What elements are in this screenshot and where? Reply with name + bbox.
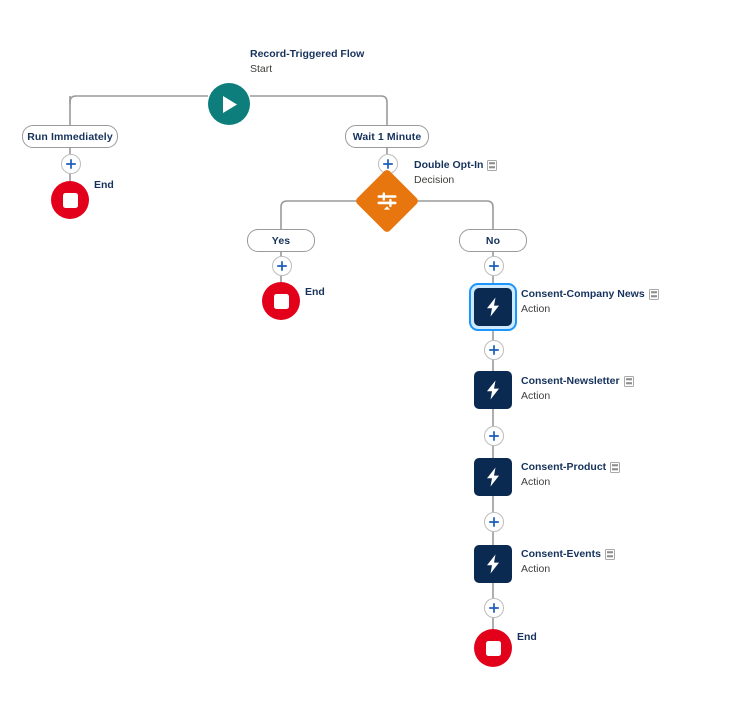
action-node-3-title: Consent-Product [521,461,607,473]
action-node-2[interactable] [474,371,512,409]
action-node-4-box [474,545,512,583]
branch-pill-wait-1-minute[interactable]: Wait 1 Minute [345,125,429,148]
end-node-yes[interactable] [262,282,300,320]
wait-1-minute-label: Wait 1 Minute [345,125,429,148]
action-node-2-subtitle: Action [521,390,551,402]
plus-icon [484,340,504,360]
stop-square [62,192,78,208]
decision-icon [354,168,420,234]
decision-node-label: Double Opt-In Decision [414,159,498,188]
add-element-button-no[interactable] [484,256,504,276]
action-node-3[interactable] [474,458,512,496]
add-element-button-action-1[interactable] [484,340,504,360]
action-node-2-label: Consent-Newsletter Action [521,375,634,404]
document-icon [487,160,498,171]
stop-square [273,293,289,309]
action-node-4[interactable] [474,545,512,583]
outcome-pill-no[interactable]: No [459,229,527,252]
end-node-label-yes: End [305,286,325,298]
bolt-icon [474,288,512,326]
action-node-1[interactable] [469,283,517,331]
start-node-label: Record-Triggered Flow Start [250,48,364,77]
run-immediately-label: Run Immediately [22,125,118,148]
end-node-no-path[interactable] [474,629,512,667]
document-icon [610,462,621,473]
action-node-3-label: Consent-Product Action [521,461,621,490]
edge-start-to-run-immediately [69,95,208,104]
start-node-title: Record-Triggered Flow [250,48,365,60]
plus-icon [484,426,504,446]
action-node-4-label: Consent-Events Action [521,548,615,577]
play-icon [208,83,250,125]
start-node-subtitle: Start [250,63,273,75]
add-element-button-action-4[interactable] [484,598,504,618]
plus-icon [484,256,504,276]
plus-icon [61,154,81,174]
decision-node-double-opt-in[interactable] [354,168,420,234]
action-node-1-title: Consent-Company News [521,288,645,300]
bolt-icon [474,371,512,409]
end-node-label-run-immediately: End [94,179,114,191]
action-node-2-box [474,371,512,409]
outcome-yes-label: Yes [247,229,315,252]
action-node-1-label: Consent-Company News Action [521,288,659,317]
edge-start-to-wait [250,95,388,126]
outcome-no-label: No [459,229,527,252]
document-icon [648,289,659,300]
bolt-icon [474,545,512,583]
decision-node-subtitle: Decision [414,174,455,186]
add-element-button-action-2[interactable] [484,426,504,446]
end-node-run-immediately[interactable] [51,181,89,219]
action-node-4-title: Consent-Events [521,548,601,560]
add-element-button-yes[interactable] [272,256,292,276]
action-node-3-box [474,458,512,496]
add-element-button-action-3[interactable] [484,512,504,532]
outcome-pill-yes[interactable]: Yes [247,229,315,252]
stop-icon [474,629,512,667]
stop-square [485,640,501,656]
plus-icon [484,598,504,618]
action-node-1-subtitle: Action [521,303,551,315]
action-node-1-selection-ring [469,283,517,331]
stop-icon [51,181,89,219]
action-node-3-subtitle: Action [521,476,551,488]
stop-icon [262,282,300,320]
add-element-button-run-immediately[interactable] [61,154,81,174]
plus-icon [272,256,292,276]
branch-pill-run-immediately[interactable]: Run Immediately [22,125,118,148]
bolt-icon [474,458,512,496]
decision-node-title: Double Opt-In [414,159,484,171]
plus-icon [484,512,504,532]
document-icon [604,549,615,560]
end-node-label-no-path: End [517,631,537,643]
document-icon [623,376,634,387]
action-node-4-subtitle: Action [521,563,551,575]
action-node-2-title: Consent-Newsletter [521,375,620,387]
start-node[interactable] [208,83,250,125]
